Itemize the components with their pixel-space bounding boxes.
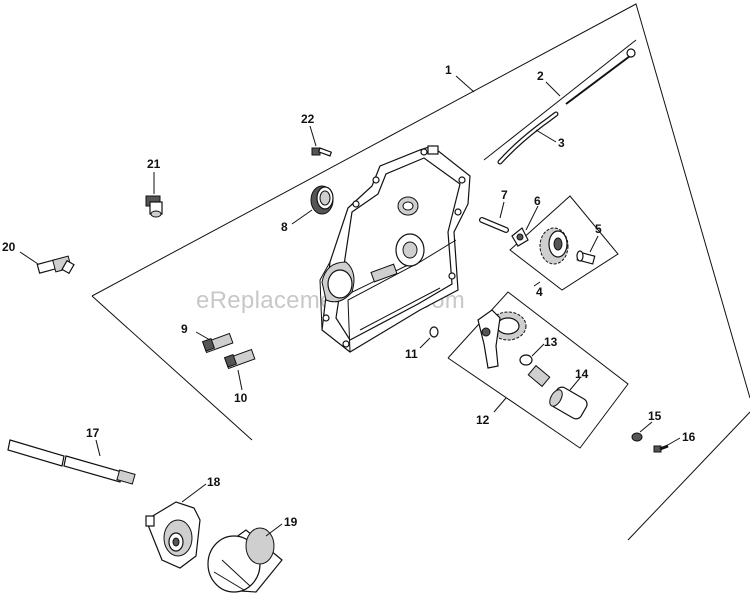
callout-18: 18 [207,475,221,489]
cross-shaft-part [479,217,509,233]
o-ring-11-part [429,326,439,338]
oil-pump-part [477,309,527,369]
callout-15: 15 [648,409,662,423]
callout-17: 17 [86,426,100,440]
callout-21: 21 [147,157,161,171]
callout-9: 9 [181,322,188,336]
callout-labels: 1 2 3 4 5 6 7 8 9 10 11 12 13 14 15 16 1… [2,63,696,529]
callout-22: 22 [301,112,315,126]
oil-seal-part [310,185,334,215]
callout-14: 14 [575,367,589,381]
screw-22-part [311,147,333,157]
callout-10: 10 [234,391,248,405]
callout-leaders [19,75,681,537]
dipstick-part [497,48,636,165]
callout-12: 12 [476,413,490,427]
dipstick-group-bracket [483,39,637,161]
callout-3: 3 [558,136,565,150]
oil-sentry-switch-part [145,195,163,218]
callout-1: 1 [445,63,452,77]
callout-20: 20 [2,240,16,254]
callout-11: 11 [405,347,418,361]
oil-pickup-part [527,364,588,420]
assembly-boundary-lines [91,3,750,541]
screw-16-part [653,444,669,453]
oil-filter-part [207,527,283,593]
governor-gear-part [539,227,569,265]
governor-pin-part [576,250,596,265]
drain-hose-part [7,439,136,485]
callout-7: 7 [501,188,508,202]
oil-filter-adapter-part [145,501,201,569]
callout-4: 4 [536,285,543,299]
governor-group-box [509,195,619,291]
callout-5: 5 [595,222,602,236]
washer-6-part [511,227,529,247]
closure-plate-part [319,145,471,353]
callout-13: 13 [544,335,558,349]
washer-15-part [631,432,643,442]
callout-8: 8 [281,220,288,234]
callout-16: 16 [682,430,696,444]
o-ring-13-part [519,354,533,366]
callout-19: 19 [284,515,298,529]
callout-6: 6 [534,194,541,208]
callout-2: 2 [537,69,544,83]
elbow-fitting-part [36,255,75,275]
fitting-9-part [201,332,234,354]
fitting-10-part [223,348,256,370]
